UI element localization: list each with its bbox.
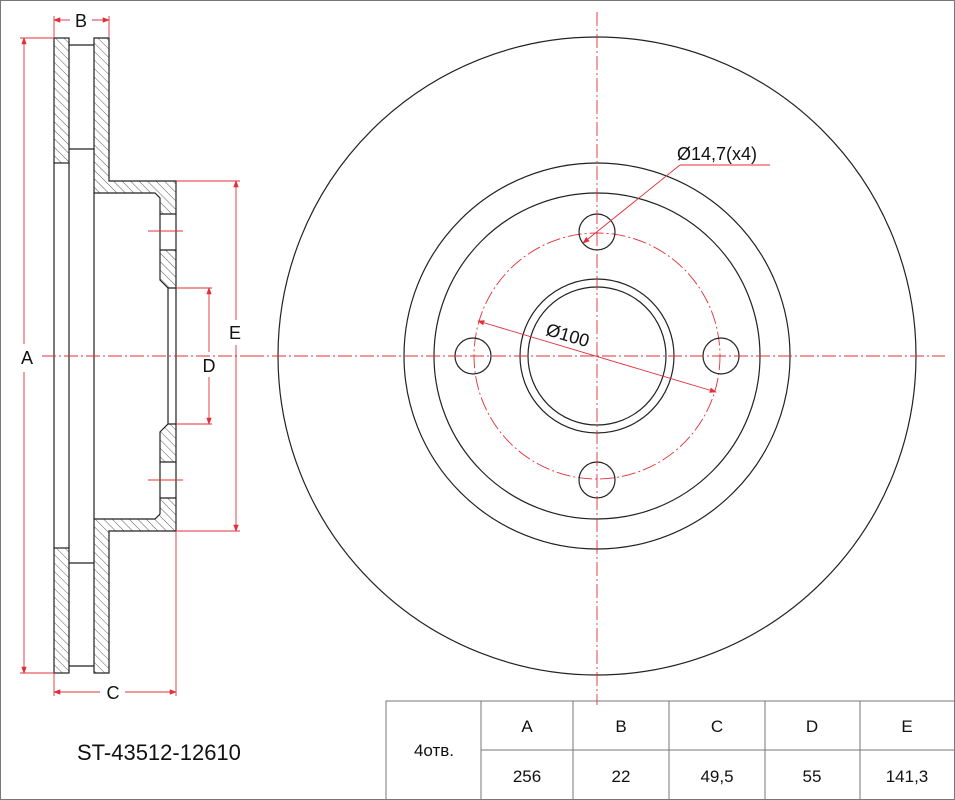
table-header-b: B — [615, 717, 626, 736]
hub-bore-top — [159, 249, 177, 289]
dimension-label-a: A — [21, 348, 33, 368]
table-holes-cell: 4отв. — [414, 741, 454, 760]
table-value-a: 256 — [513, 767, 541, 786]
table-value-d: 55 — [803, 767, 822, 786]
table-value-b: 22 — [612, 767, 631, 786]
dimension-label-e: E — [229, 323, 241, 343]
dimension-label-b: B — [75, 11, 87, 31]
hat-section-bottom — [93, 497, 177, 674]
table-header-c: C — [711, 717, 723, 736]
table-value-c: 49,5 — [700, 767, 733, 786]
friction-plate-outer-bottom — [53, 547, 70, 674]
bolt-circle-diameter-label: Ø100 — [544, 319, 592, 351]
table-value-e: 141,3 — [886, 767, 929, 786]
hub-bore-bottom — [159, 423, 177, 463]
part-number: ST-43512-12610 — [77, 740, 241, 765]
hat-section-top — [93, 37, 177, 215]
dimensions-table: 4отв. A B C D E 256 22 49,5 55 141,3 — [385, 700, 955, 800]
dimension-label-c: C — [107, 683, 120, 703]
table-header-a: A — [521, 717, 533, 736]
table-header-e: E — [901, 717, 912, 736]
front-view: Ø100 Ø14,7(x4) — [250, 12, 945, 705]
table-header-d: D — [806, 717, 818, 736]
bolt-hole-diameter-label: Ø14,7(x4) — [677, 144, 757, 164]
dimension-label-d: D — [203, 356, 216, 376]
cross-section-view: B A C E D — [20, 11, 260, 703]
friction-plate-outer-top — [53, 37, 70, 164]
